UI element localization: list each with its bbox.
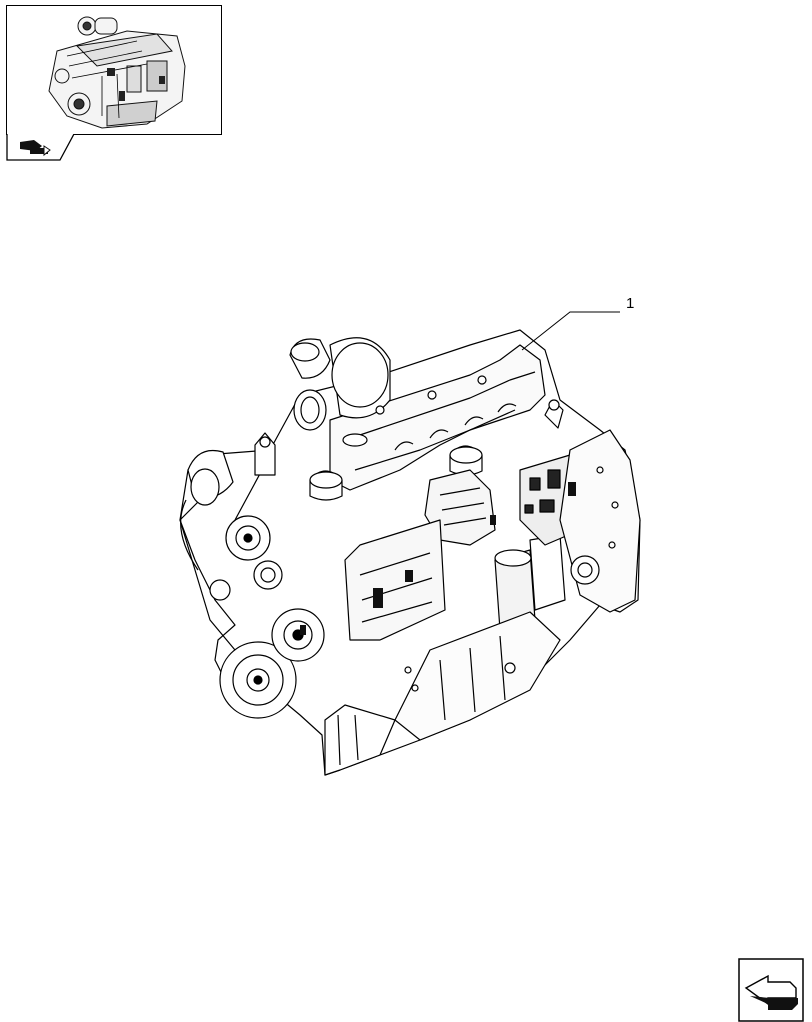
engine-drawing [179,311,641,776]
engine-assembly [179,329,641,776]
engine-thumbnail [48,16,186,129]
thumbnail-frame[interactable] [6,5,222,135]
callout-label-1[interactable]: 1 [626,295,635,312]
thumbnail-tab[interactable] [6,134,86,164]
next-page-button[interactable] [738,958,804,1022]
callout-1-leader [521,311,620,351]
book-arrow-icon [20,140,51,157]
